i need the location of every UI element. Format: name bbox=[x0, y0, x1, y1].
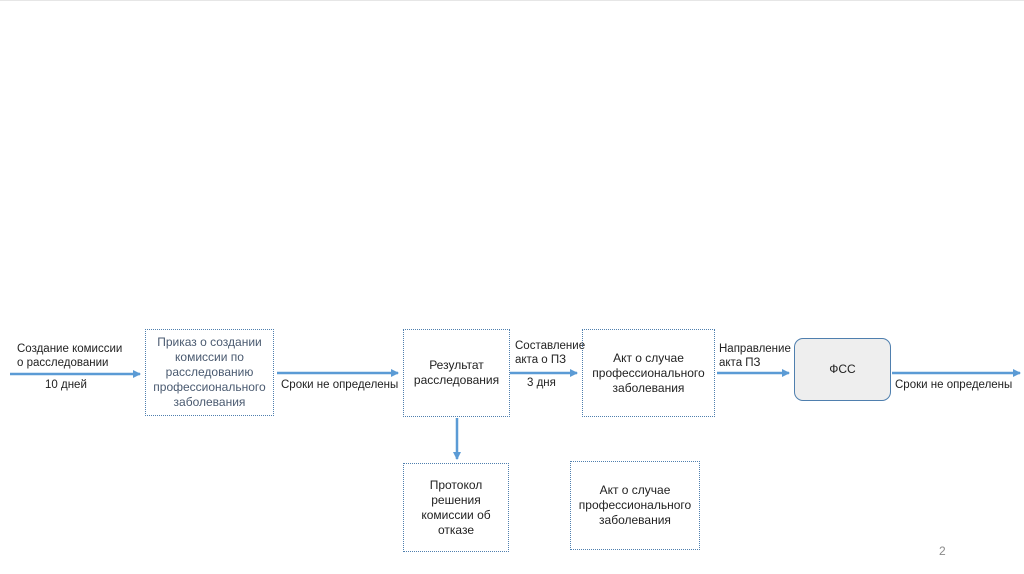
box-akt-primary: Акт о случае профессионального заболеван… bbox=[582, 329, 715, 417]
label-napravlenie: Направление акта ПЗ bbox=[719, 343, 791, 369]
label-10-days: 10 дней bbox=[45, 379, 87, 391]
top-divider bbox=[0, 0, 1024, 1]
label-sroki-1: Сроки не определены bbox=[281, 379, 399, 391]
box-fss: ФСС bbox=[794, 338, 891, 401]
label-3-days: 3 дня bbox=[527, 377, 556, 389]
box-prikaz: Приказ о создании комиссии по расследова… bbox=[145, 329, 274, 416]
label-sroki-2: Сроки не определены bbox=[895, 379, 1013, 391]
label-sostavlenie: Составление акта о ПЗ bbox=[515, 340, 586, 366]
box-rezultat: Результат расследования bbox=[403, 329, 510, 417]
page-number: 2 bbox=[939, 544, 946, 558]
box-akt-secondary: Акт о случае профессионального заболеван… bbox=[570, 461, 700, 550]
label-sozdanie: Создание комиссии о расследовании bbox=[17, 343, 123, 369]
box-protokol: Протокол решения комиссии об отказе bbox=[403, 463, 509, 552]
